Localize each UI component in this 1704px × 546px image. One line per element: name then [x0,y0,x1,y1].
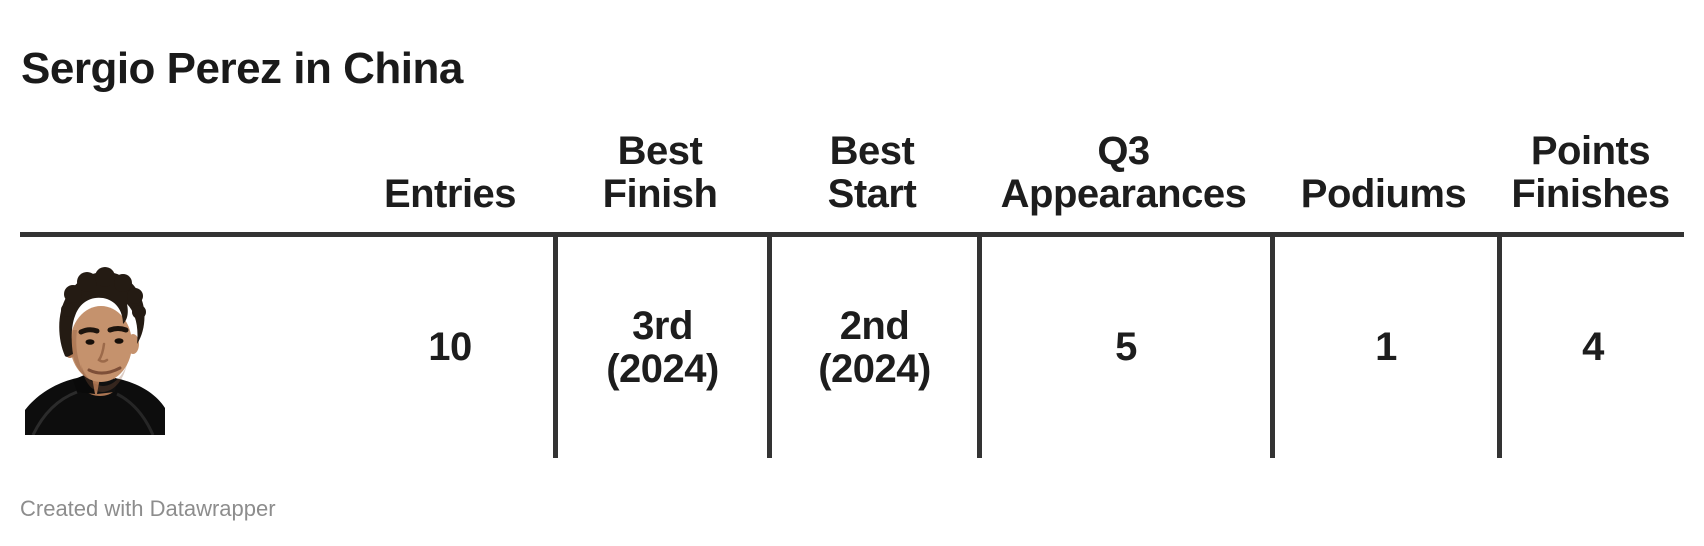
driver-photo-cell [20,237,347,458]
cell-points-finishes: 4 [1497,237,1684,458]
column-header-points-finishes: Points Finishes [1511,129,1670,216]
page-title: Sergio Perez in China [21,44,463,94]
table-row: 10 3rd (2024) 2nd (2024) 5 1 4 [20,237,1684,458]
cell-entries: 10 [428,325,472,369]
column-header-entries: Entries [383,172,517,216]
column-header-best-finish: Best Finish [602,129,718,216]
stats-table: Entries Best Finish Best Start Q3 Appear… [20,100,1684,458]
cell-best-finish: 3rd (2024) [553,237,767,458]
cell-q3-appearances: 5 [977,237,1270,458]
datawrapper-credit-link[interactable]: Created with Datawrapper [20,496,276,521]
column-header-q3-appearances: Q3 Appearances [1000,129,1247,216]
cell-best-start: 2nd (2024) [767,237,977,458]
driver-photo [25,260,165,435]
cell-podiums: 1 [1270,237,1497,458]
table-header-row: Entries Best Finish Best Start Q3 Appear… [20,100,1684,237]
column-header-podiums: Podiums [1300,172,1467,216]
column-header-best-start: Best Start [827,129,917,216]
column-header-photo [20,100,347,232]
